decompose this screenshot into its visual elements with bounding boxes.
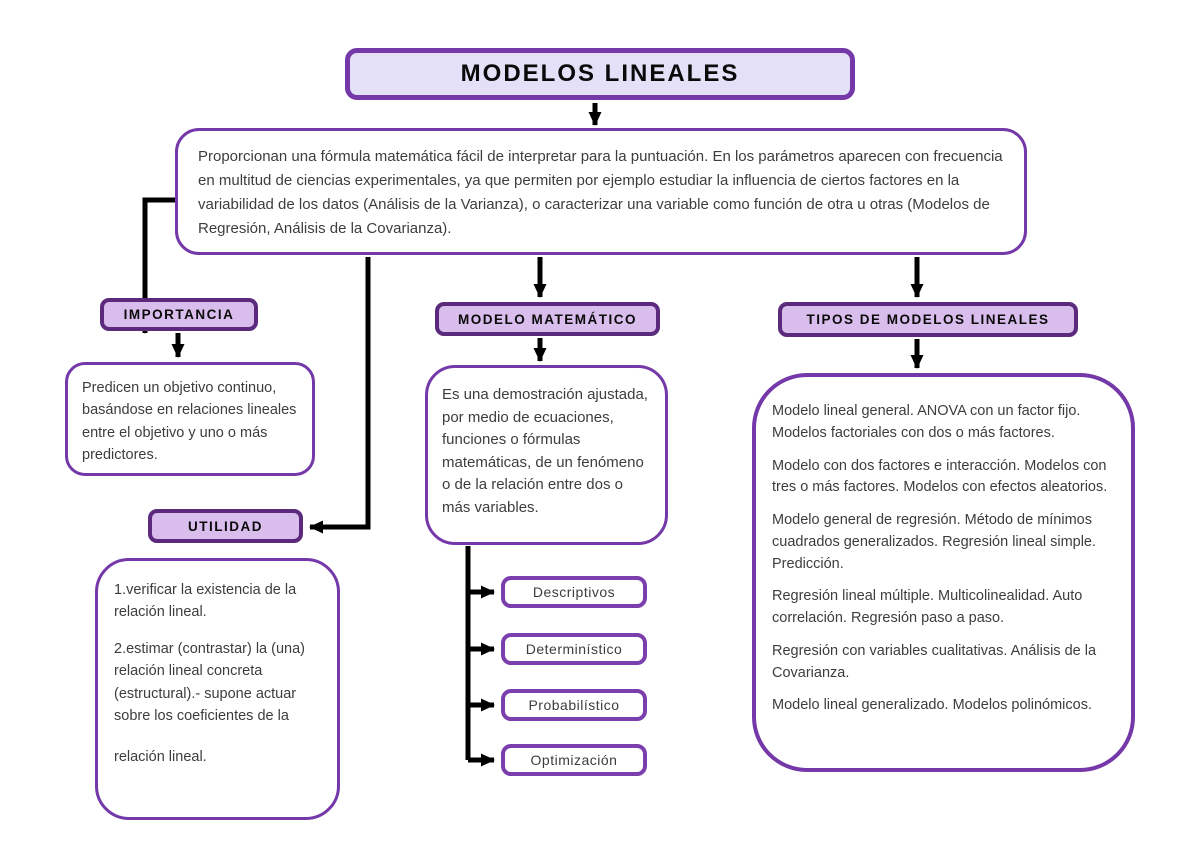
tipos-paragraph-4: Regresión lineal múltiple. Multicolineal…	[772, 588, 1083, 626]
intro-description-node: Proporcionan una fórmula matemática fáci…	[175, 128, 1027, 255]
modelo-matematico-label: MODELO MATEMÁTICO	[458, 311, 637, 327]
tipos-paragraph-2: Modelo con dos factores e interacción. M…	[772, 457, 1108, 496]
tipos-header-node: TIPOS DE MODELOS LINEALES	[778, 302, 1078, 337]
importancia-header-node: IMPORTANCIA	[100, 298, 258, 331]
importancia-label: IMPORTANCIA	[123, 307, 235, 322]
importancia-description-node: Predicen un objetivo continuo, basándose…	[65, 362, 315, 476]
tipos-paragraph-1: Modelo lineal general. ANOVA con un fact…	[772, 403, 1081, 441]
tipos-paragraph-5: Regresión con variables cualitativas. An…	[772, 642, 1097, 681]
intro-text: Proporcionan una fórmula matemática fáci…	[198, 148, 1003, 237]
type-label-probabilistico: Probabilístico	[528, 697, 620, 713]
utilidad-description-node: 1.verificar la existencia de la relación…	[95, 558, 340, 820]
tipos-paragraph-6: Modelo lineal generalizado. Modelos poli…	[772, 697, 1092, 714]
page-title: MODELOS LINEALES	[460, 60, 740, 87]
utilidad-item-2: 2.estimar (contrastar) la (una) relación…	[114, 640, 305, 725]
type-node-probabilistico: Probabilístico	[501, 689, 647, 721]
type-label-optimizacion: Optimización	[530, 752, 618, 768]
type-node-optimizacion: Optimización	[501, 744, 647, 776]
type-node-deterministico: Determinístico	[501, 633, 647, 665]
utilidad-item-1: 1.verificar la existencia de la relación…	[114, 582, 297, 621]
utilidad-header-node: UTILIDAD	[148, 509, 303, 543]
type-label-deterministico: Determinístico	[525, 641, 623, 657]
tipos-paragraph-3: Modelo general de regresión. Método de m…	[772, 512, 1097, 572]
modelo-matematico-text: Es una demostración ajustada, por medio …	[442, 386, 648, 516]
importancia-text: Predicen un objetivo continuo, basándose…	[82, 380, 297, 464]
utilidad-item-3: relación lineal.	[114, 748, 207, 765]
tipos-label: TIPOS DE MODELOS LINEALES	[806, 312, 1050, 327]
type-label-descriptivos: Descriptivos	[532, 584, 616, 600]
title-node: MODELOS LINEALES	[345, 48, 855, 100]
type-node-descriptivos: Descriptivos	[501, 576, 647, 608]
modelo-matematico-description-node: Es una demostración ajustada, por medio …	[425, 365, 668, 545]
utilidad-label: UTILIDAD	[188, 518, 263, 534]
modelo-matematico-header-node: MODELO MATEMÁTICO	[435, 302, 660, 336]
tipos-description-node: Modelo lineal general. ANOVA con un fact…	[752, 373, 1135, 772]
